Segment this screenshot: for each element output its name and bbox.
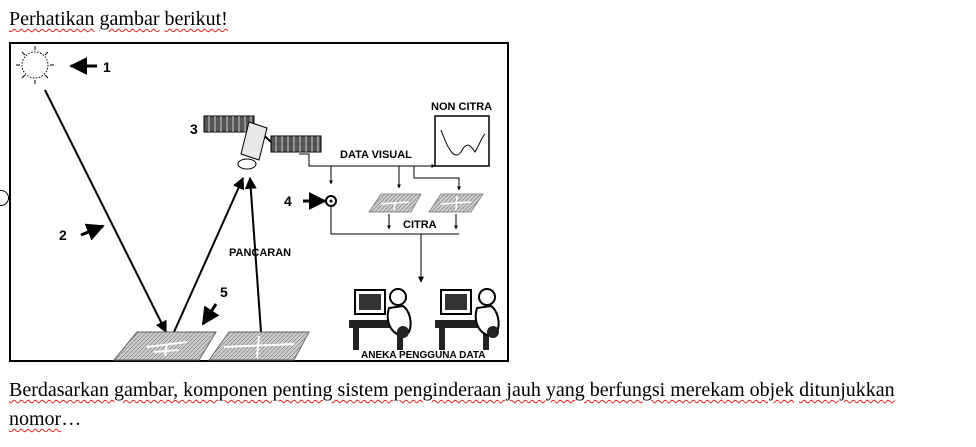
diagram-svg: 1 2 PANCARAN 5 3 NON CITRA DATA VISUAL: [9, 42, 509, 362]
question-segment: …: [61, 408, 82, 430]
question-segment: ditunjukkan nomor: [9, 379, 895, 430]
intro-text: Perhatikan gambar berikut!: [9, 6, 228, 32]
label-data-visual: DATA VISUAL: [340, 149, 412, 161]
ground-object: [112, 331, 217, 361]
satellite-icon: [203, 115, 322, 170]
label-aneka-pengguna: ANEKA PENGGUNA DATA: [361, 350, 485, 361]
data-flow-line: [330, 207, 459, 235]
intro-word: Perhatikan: [9, 8, 95, 30]
pointer-2-arrow: [80, 223, 105, 241]
label-5: 5: [220, 284, 228, 300]
data-flow-line: [413, 166, 461, 191]
emitted-ray: [244, 176, 262, 333]
label-4: 4: [284, 193, 292, 209]
incoming-ray: [44, 89, 167, 334]
remote-sensing-diagram: 1 2 PANCARAN 5 3 NON CITRA DATA VISUAL: [9, 42, 509, 362]
reflected-ray: [173, 176, 245, 333]
intro-word: berikut!: [164, 8, 228, 30]
question-segment: Berdasarkan gambar, komponen penting sis…: [9, 379, 795, 401]
computer-user-icon: [435, 288, 500, 350]
label-non-citra: NON CITRA: [431, 101, 492, 113]
computer-user-icon: [349, 288, 412, 350]
intro-word: gambar: [99, 8, 160, 30]
page-edge-notch: [0, 190, 9, 206]
sun-icon: [16, 46, 54, 84]
label-citra: CITRA: [403, 219, 437, 231]
label-3: 3: [190, 121, 198, 137]
pointer-5-arrow: [201, 303, 220, 326]
data-flow-line: [299, 153, 436, 168]
label-pancaran: PANCARAN: [229, 247, 291, 259]
graph-icon: [434, 115, 490, 167]
question-text: Berdasarkan gambar, komponen penting sis…: [9, 376, 967, 434]
ground-station-icon: [325, 195, 337, 207]
label-2: 2: [59, 227, 67, 243]
label-1: 1: [103, 59, 111, 75]
